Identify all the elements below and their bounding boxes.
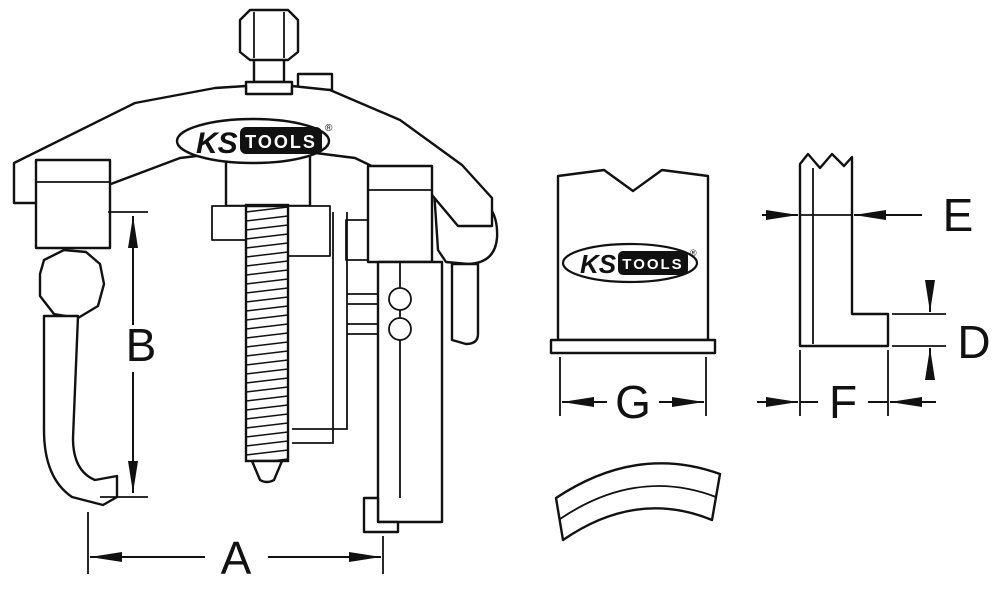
left-jaw-hook [42, 314, 119, 507]
right-jaw-hook [362, 496, 400, 534]
dimension-f: F [757, 350, 936, 428]
spindle-tip [250, 459, 284, 484]
jaw-front-base [549, 338, 717, 355]
dim-label-a: A [221, 532, 252, 584]
jaw-segment-view [554, 462, 722, 542]
jaw-segment-body [554, 462, 722, 542]
jaw-side-view: E D F [757, 152, 991, 428]
adjuster-knob [38, 248, 106, 320]
logo-tools-pill-jaw [618, 251, 688, 275]
logo-tools-pill [240, 127, 322, 154]
left-jaw-block [34, 158, 112, 250]
jaw-front-view: KS TOOLS ® G [549, 168, 717, 428]
logo-ks-text: KS [196, 127, 238, 160]
logo-registered-mark: ® [325, 123, 333, 134]
logo-tools-text: TOOLS [245, 132, 317, 152]
hex-bolt-head [238, 8, 300, 62]
jaw-side-body [798, 152, 890, 348]
ks-tools-logo-crossbar: KS TOOLS ® [175, 117, 333, 165]
pivot-pin-upper [388, 287, 412, 311]
dim-label-e: E [943, 189, 974, 241]
dimension-a: A [87, 512, 384, 584]
dimension-b: B [100, 211, 157, 498]
pivot-pin-lower [388, 317, 412, 341]
logo-registered-mark-jaw: ® [690, 248, 697, 258]
dim-label-b: B [126, 319, 157, 371]
threaded-spindle [244, 203, 290, 484]
left-jaw-arm [34, 158, 119, 507]
dim-label-f: F [829, 376, 857, 428]
ks-tools-logo-jaw: KS TOOLS ® [561, 242, 699, 284]
dimension-g: G [559, 357, 707, 428]
spindle-shaft [244, 56, 294, 98]
right-jaw-block [366, 164, 434, 264]
dim-label-g: G [615, 376, 651, 428]
dim-label-d: D [957, 316, 990, 368]
puller-assembly-view: KS TOOLS ® [12, 8, 499, 534]
right-jaw-arm [362, 164, 444, 534]
dimension-d: D [892, 280, 991, 380]
dimension-e: E [762, 189, 973, 241]
logo-tools-text-jaw: TOOLS [622, 256, 683, 273]
logo-ks-text-jaw: KS [580, 249, 617, 279]
